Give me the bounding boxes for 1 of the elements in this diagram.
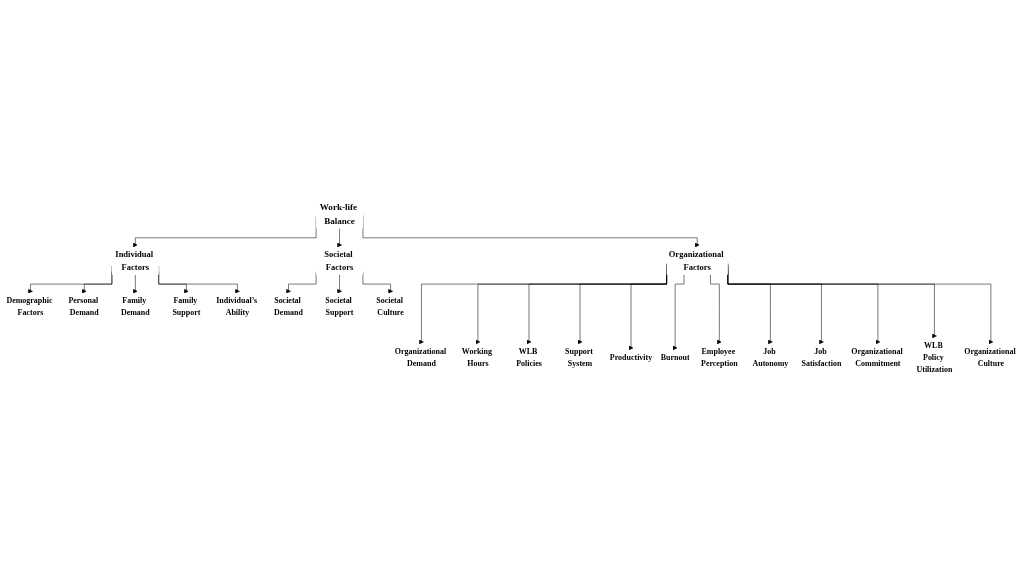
node-text: Societal Factors (324, 250, 354, 272)
